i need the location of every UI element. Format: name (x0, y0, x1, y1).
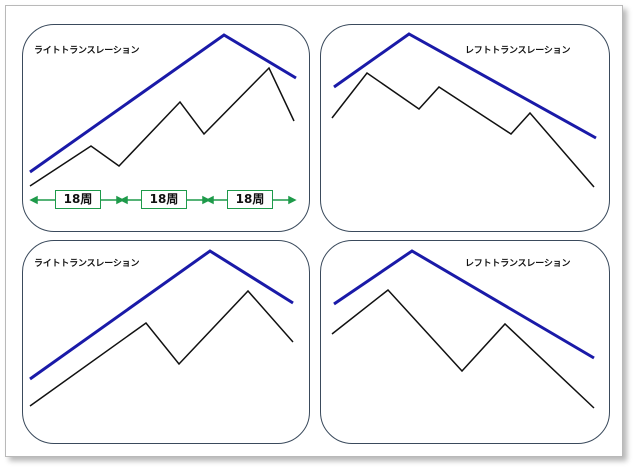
panel-title: レフトトランスレーション (465, 259, 571, 269)
price-line (331, 71, 595, 188)
panel-right-translation-bottom: ライトトランスレーション (22, 240, 310, 444)
panel-chart (331, 249, 595, 409)
price-line (29, 289, 294, 407)
period-label: 18周 (55, 190, 101, 209)
trend-line (333, 249, 595, 360)
panel-left-translation-top: レフトトランスレーション (320, 24, 610, 232)
trend-line (29, 249, 294, 381)
panel-right-translation-top: ライトトランスレーション 18周 18周 18周 (22, 24, 310, 232)
diagram-sheet: ライトトランスレーション 18周 18周 18周 レフトトランスレーション (5, 5, 623, 457)
panel-title: ライトトランスレーション (34, 259, 140, 269)
trend-line (29, 33, 297, 174)
panel-chart (29, 249, 294, 407)
panel-title: レフトトランスレーション (465, 46, 571, 56)
panel-chart (331, 32, 597, 188)
period-label: 18周 (227, 190, 273, 209)
trend-line (333, 32, 597, 140)
price-line (331, 288, 595, 409)
panel-left-translation-bottom: レフトトランスレーション (320, 240, 610, 444)
price-line (29, 66, 295, 187)
panel-title: ライトトランスレーション (34, 46, 140, 56)
period-label: 18周 (141, 190, 187, 209)
